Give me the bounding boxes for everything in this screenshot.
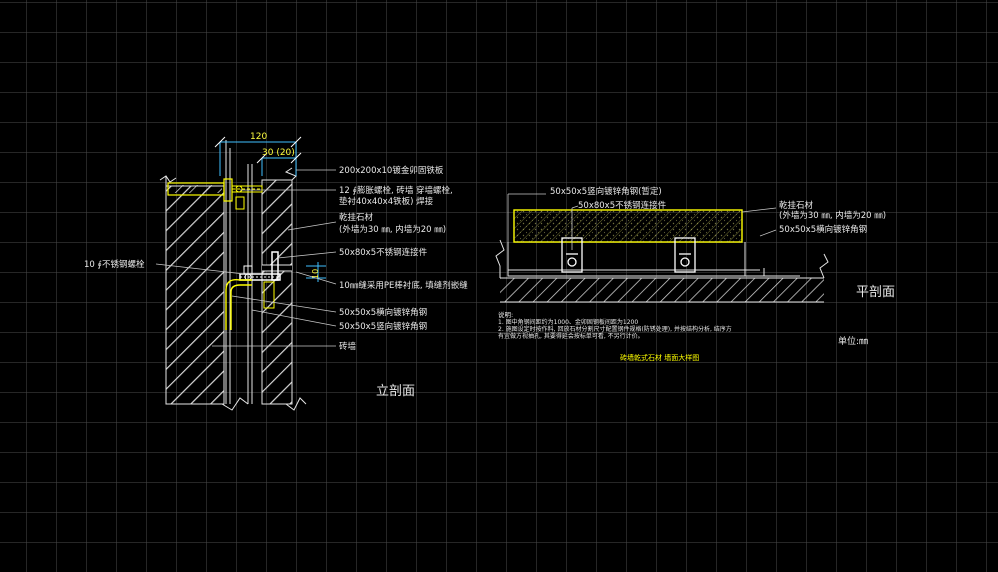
unit-label: 单位:㎜: [838, 335, 868, 347]
notes-heading: 说明:: [498, 310, 513, 319]
callout-brick-wall: 砖墙: [339, 341, 357, 352]
callout-stainless-bolt: 10 ∮不锈钢螺栓: [84, 259, 145, 270]
callout-horizontal-angle: 50x50x5横向镀锌角钢: [339, 307, 427, 318]
callout-vertical-angle: 50x50x5竖向镀锌角钢: [339, 321, 427, 332]
callout-bolt-plate: 垫衬40x40x4铁板) 焊接: [339, 196, 434, 207]
plan-title: 平剖面: [856, 285, 895, 300]
plan-callout-horizontal-angle: 50x50x5横向镀锌角钢: [779, 224, 867, 235]
callout-joint: 10㎜缝采用PE棒衬底, 填缝剂嵌缝: [339, 280, 468, 291]
plan-callout-stone-thickness: (外墙为30 ㎜, 内墙为20 ㎜): [779, 210, 886, 221]
dim-total-label: 120: [250, 132, 267, 142]
elevation-dimensions: [214, 136, 326, 282]
elevation-section: 120 30 (20) 10 200x200x10镀金卯固铁板 12 ∮膨胀螺栓…: [84, 132, 468, 411]
callout-stone-thickness: (外墙为30 ㎜, 内墙为20 ㎜): [339, 224, 446, 235]
callout-expansion-bolt: 12 ∮膨胀螺栓, 砖墙 穿墙螺栓,: [339, 185, 453, 196]
plan-callouts: 50x50x5竖向镀锌角钢(暂定) 50x80x5不锈钢连接件 乾挂石材 (外墙…: [550, 186, 886, 235]
drawing-title: 砖墙乾式石材 墙面大样图: [620, 353, 699, 362]
dim-sub-label: 30 (20): [262, 148, 295, 158]
stone-panel-elevation: [261, 179, 293, 405]
stainless-connector: [225, 251, 281, 330]
plan-callout-connector: 50x80x5不锈钢连接件: [578, 200, 667, 211]
plan-connectors: [561, 237, 696, 273]
notes-block: 说明: 1. 图中角钢间距约为1000、金卯固钢板间距为1200 2. 施图设定…: [498, 310, 868, 362]
callout-stone: 乾挂石材: [339, 212, 374, 223]
ground-hatch: [500, 278, 824, 302]
elevation-callouts: 200x200x10镀金卯固铁板 12 ∮膨胀螺栓, 砖墙 穿墙螺栓, 垫衬40…: [84, 165, 468, 352]
elevation-title: 立剖面: [376, 384, 415, 399]
plan-callout-vertical-angle: 50x50x5竖向镀锌角钢(暂定): [550, 186, 662, 197]
plan-callout-stone: 乾挂石材: [779, 200, 814, 211]
callout-anchor-plate: 200x200x10镀金卯固铁板: [339, 165, 444, 176]
elevation-leaders: [155, 169, 337, 347]
brick-wall: [165, 185, 225, 405]
notes-line-2: 2. 施图设定时按作料, 回放石材分割尺寸配置钢件规格(防锈处理), 并按结构分…: [498, 325, 732, 333]
plan-leaders: [507, 193, 777, 250]
notes-line-1: 1. 图中角钢间距约为1000、金卯固钢板间距为1200: [498, 318, 638, 326]
callout-connector: 50x80x5不锈钢连接件: [339, 247, 428, 258]
plan-section: 50x50x5竖向镀锌角钢(暂定) 50x80x5不锈钢连接件 乾挂石材 (外墙…: [495, 186, 895, 303]
dim-gap-label: 10: [311, 269, 320, 279]
notes-line-3: 有宜做方视抽孔, 其要得延会按标单可看, 不另行计价。: [498, 332, 644, 340]
